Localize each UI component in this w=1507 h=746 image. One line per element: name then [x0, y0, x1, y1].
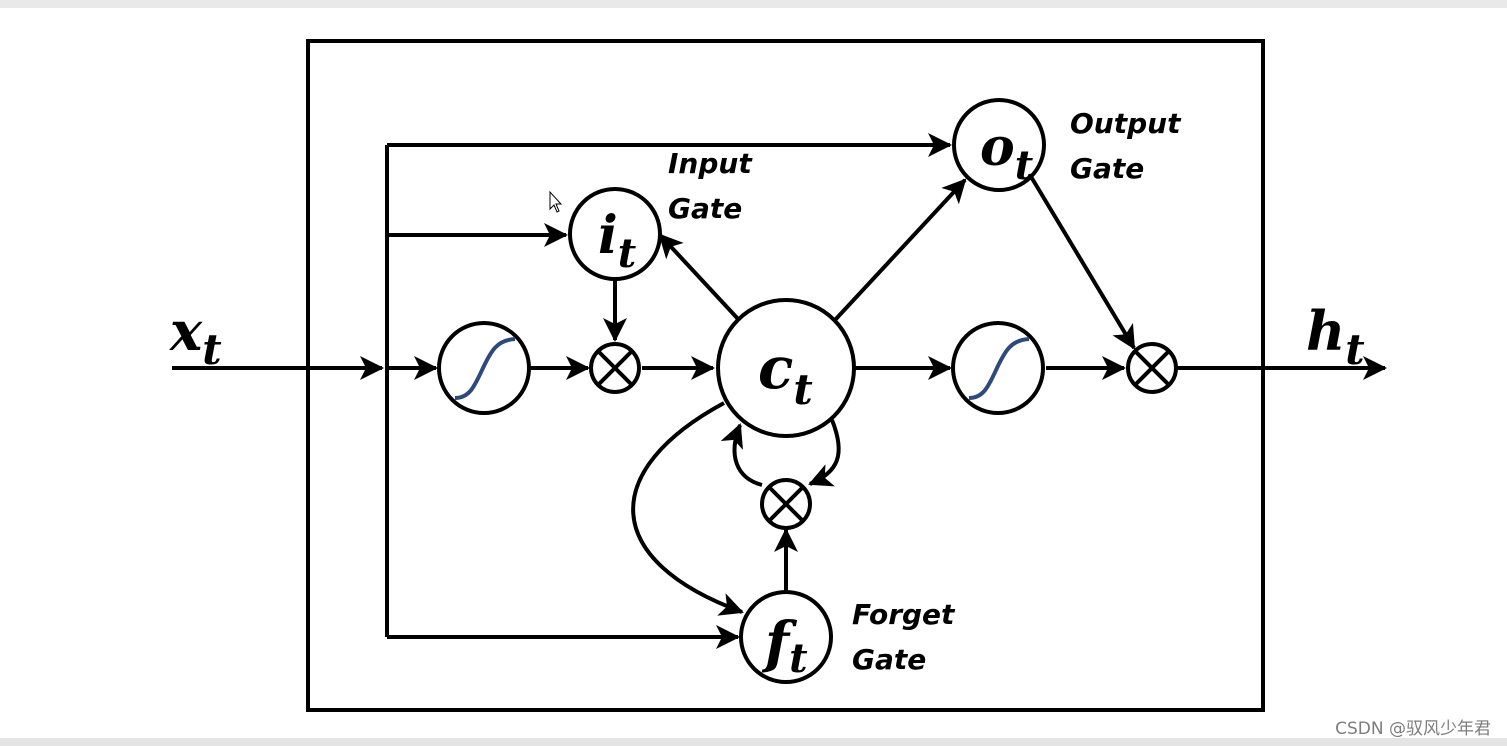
mouse-cursor-icon: [549, 190, 563, 213]
output-sigmoid-curve: [968, 337, 1030, 400]
arrow-output-gate-to-multiply: [1028, 173, 1136, 350]
cell-state-symbol: tct: [758, 334, 813, 414]
input-gate-node: [568, 187, 662, 281]
input-gate-label-line2: Gate: [668, 192, 742, 225]
input-gate-label-line1: Input: [668, 147, 753, 180]
arrow-cell-to-forget-multiply: [808, 419, 841, 487]
output-gate-label-line2: Gate: [1070, 152, 1144, 185]
arrow-cell-to-output-gate: [833, 178, 967, 322]
input-symbol: xt: [169, 299, 222, 374]
forget-gate-label-line1: Forget: [852, 598, 956, 631]
forget-gate-label-line2: Gate: [852, 643, 926, 676]
output-gate-label-line1: Output: [1070, 107, 1182, 140]
output-gate-symbol: ot: [980, 117, 1034, 189]
watermark: CSDN @驭风少年君: [1335, 719, 1491, 739]
cell-state-node: [716, 298, 856, 438]
bottom-border-strip: [0, 738, 1507, 746]
input-gate-symbol: it: [598, 205, 637, 277]
arrow-forget-multiply-to-cell: [720, 423, 763, 487]
output-symbol: ht: [1306, 299, 1365, 374]
forget-gate-symbol: ft: [761, 610, 808, 682]
input-multiply-node: [589, 342, 641, 394]
input-sigmoid-curve: [454, 337, 516, 400]
forget-multiply-node: [760, 478, 812, 530]
forget-gate-node: [739, 590, 833, 684]
output-multiply-node: [1126, 342, 1178, 394]
arrow-cell-to-forget-gate: [631, 401, 744, 616]
output-gate-node: [952, 98, 1046, 192]
top-border-strip: [0, 0, 1507, 8]
arrow-cell-to-input-gate: [658, 233, 741, 322]
cell-boundary: [306, 39, 1265, 712]
